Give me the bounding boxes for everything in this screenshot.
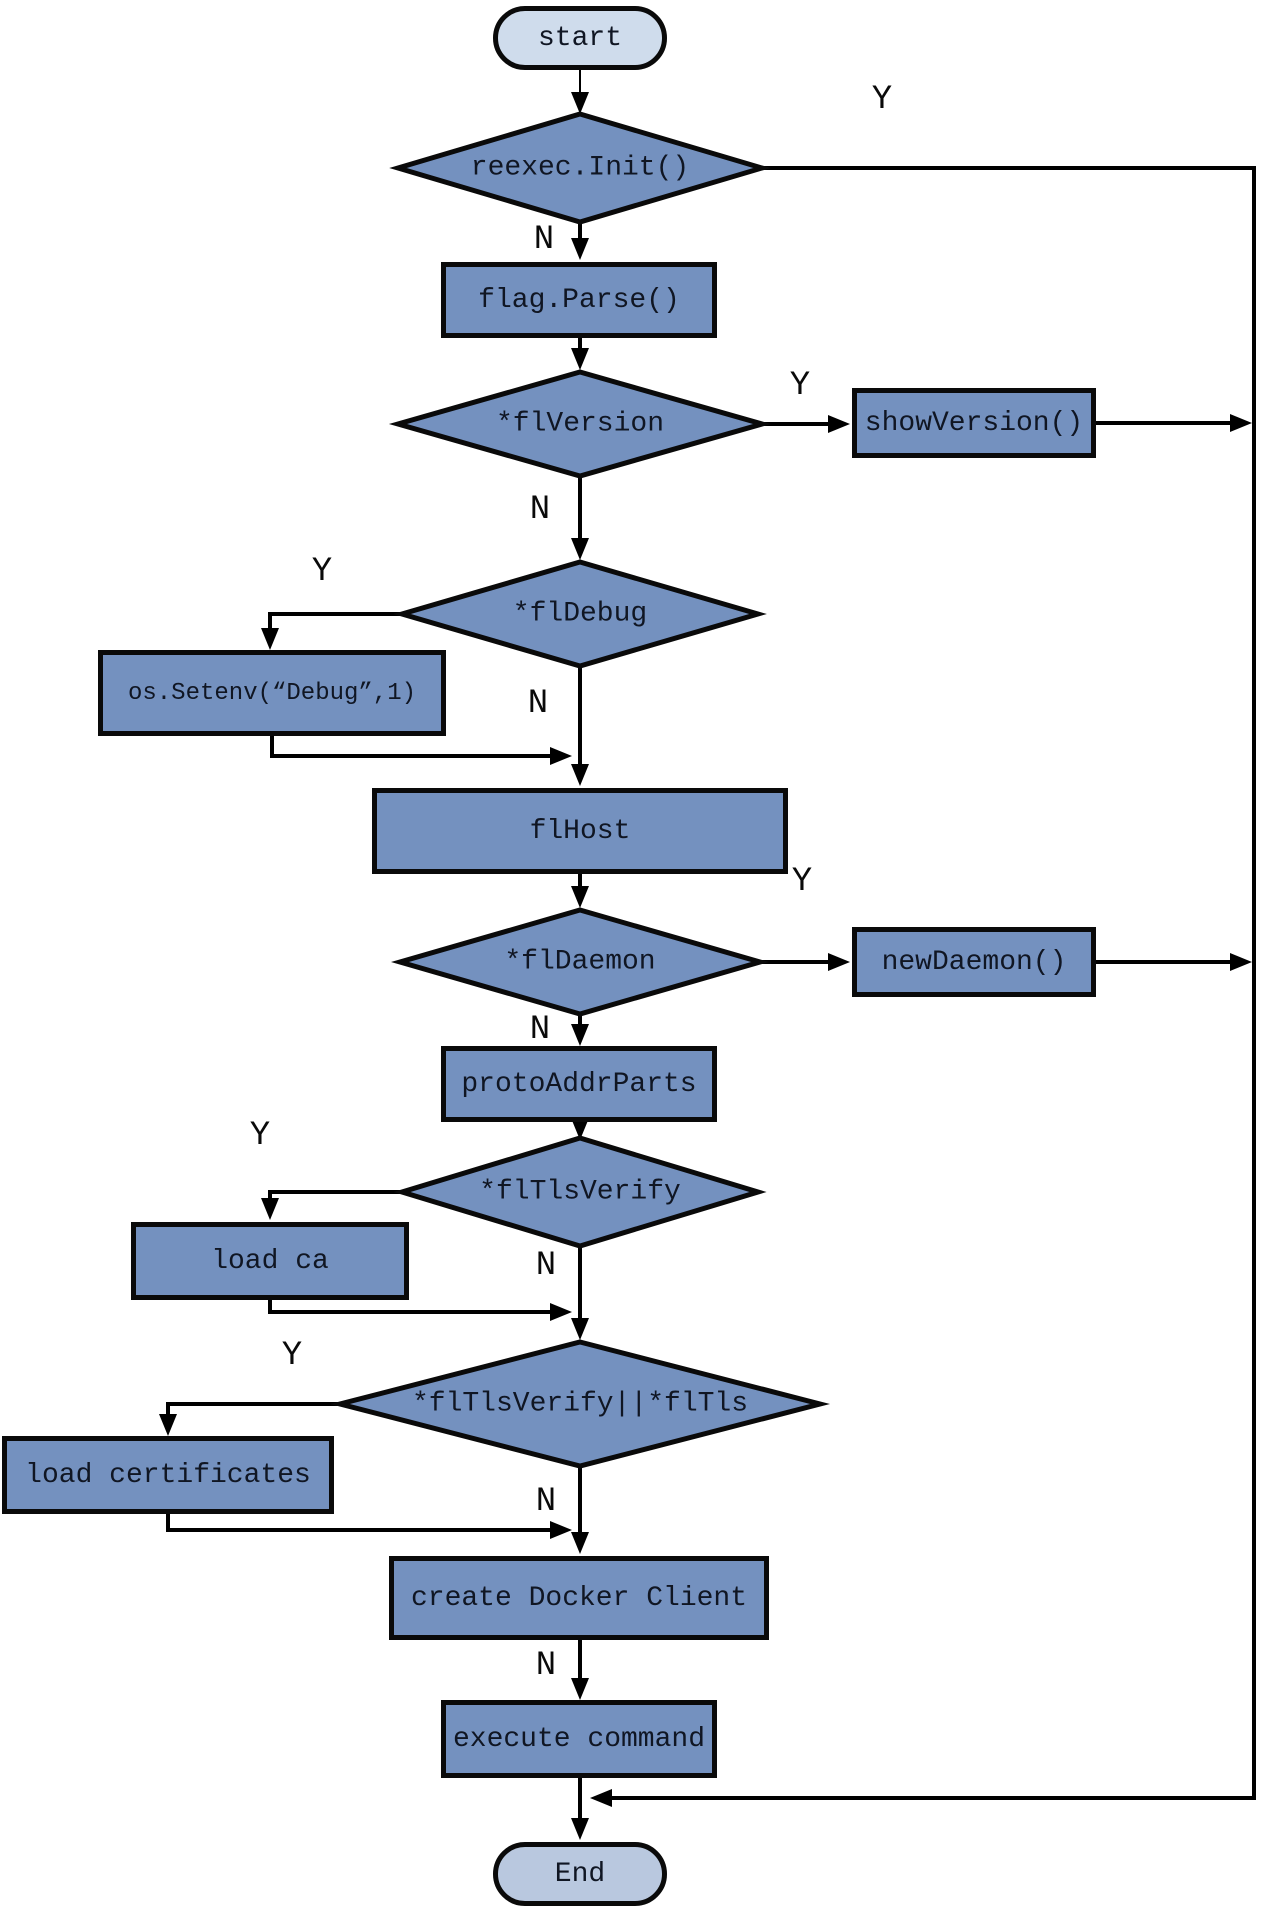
decision-fltls-or-shape (330, 1339, 830, 1469)
arrow-into-tlsor (571, 1318, 589, 1340)
terminator-start: start (493, 6, 667, 70)
decision-flversion-shape (388, 369, 772, 479)
decision-fltlsverify-label: *flTlsVerify (479, 1176, 681, 1208)
edge-label-reexec-yes: Y (871, 81, 893, 119)
edge-label-reexec-no: N (533, 221, 555, 259)
arrow-newdaemon-rail (1230, 953, 1252, 971)
edge-label-tlsverify-yes: Y (249, 1117, 271, 1155)
edge-label-tlsor-no: N (535, 1483, 557, 1521)
edge-label-fldaemon-yes: Y (791, 863, 813, 901)
edge-loadca-return (268, 1300, 554, 1314)
decision-fldaemon-shape (390, 907, 770, 1017)
process-protoaddrparts: protoAddrParts (441, 1046, 717, 1122)
arrow-into-loadca (261, 1198, 279, 1220)
decision-reexec-init-label: reexec.Init() (470, 152, 690, 184)
decision-fltls-or-label: *flTlsVerify||*flTls (411, 1388, 749, 1420)
terminator-end: End (493, 1842, 667, 1906)
edge-reexec-yes-rail (612, 166, 1256, 1800)
process-execute-command: execute command (441, 1700, 717, 1778)
edge-label-flversion-no: N (529, 491, 551, 529)
edge-setenv-return (270, 736, 554, 758)
arrowheads (159, 92, 1252, 1840)
edge-label-fldebug-no: N (527, 685, 549, 723)
arrow-into-tlsverify (571, 1118, 589, 1140)
edge-fldebug-yes (268, 612, 402, 630)
decision-fltlsverify-shape (393, 1135, 767, 1249)
arrow-into-fldaemon (571, 886, 589, 908)
edge-loadcerts-return (166, 1514, 554, 1532)
arrow-into-end (571, 1818, 589, 1840)
arrow-into-newdaemon (828, 953, 850, 971)
arrow-into-protoaddr (571, 1024, 589, 1046)
decision-fldebug-label: *flDebug (512, 598, 648, 630)
process-showversion: showVersion() (852, 388, 1096, 458)
arrow-into-flversion (571, 348, 589, 370)
edge-tlsor-yes (166, 1402, 340, 1414)
connector-lines (166, 70, 1256, 1818)
arrow-into-fldebug (571, 538, 589, 560)
process-load-ca: load ca (131, 1222, 409, 1300)
arrow-into-flhost (571, 764, 589, 786)
edge-label-createclient-no: N (535, 1647, 557, 1685)
decision-flversion-label: *flVersion (495, 408, 665, 440)
edge-label-tlsor-yes: Y (281, 1337, 303, 1375)
arrow-into-execute (571, 1678, 589, 1700)
arrow-into-createclient (571, 1532, 589, 1554)
arrow-loadca-spine (550, 1303, 572, 1321)
arrow-into-loadcerts (159, 1414, 177, 1436)
arrow-into-setenv (261, 628, 279, 650)
arrow-into-showversion (828, 415, 850, 433)
edge-tlsverify-yes (268, 1190, 402, 1198)
process-newdaemon: newDaemon() (852, 927, 1096, 997)
decision-fldaemon-label: *flDaemon (504, 946, 656, 978)
edge-label-tlsverify-no: N (535, 1247, 557, 1285)
decision-shapes (330, 111, 830, 1469)
process-load-certificates: load certificates (2, 1436, 334, 1514)
arrow-into-flagparse (571, 238, 589, 260)
arrow-into-reexec (571, 92, 589, 114)
arrow-rail-into-spine (590, 1789, 612, 1807)
edge-label-flversion-yes: Y (789, 367, 811, 405)
process-create-docker-client: create Docker Client (389, 1556, 769, 1640)
arrow-setenv-spine (550, 747, 572, 765)
edge-label-fldebug-yes: Y (311, 553, 333, 591)
edge-label-fldaemon-no: N (529, 1011, 551, 1049)
decision-fldebug-shape (393, 559, 767, 669)
arrow-loadcerts-spine (550, 1521, 572, 1539)
process-flag-parse: flag.Parse() (441, 262, 717, 338)
arrow-showversion-rail (1230, 414, 1252, 432)
decision-reexec-init-shape (389, 111, 771, 225)
process-flhost: flHost (372, 788, 788, 874)
process-os-setenv: os.Setenv(“Debug”,1) (98, 650, 446, 736)
